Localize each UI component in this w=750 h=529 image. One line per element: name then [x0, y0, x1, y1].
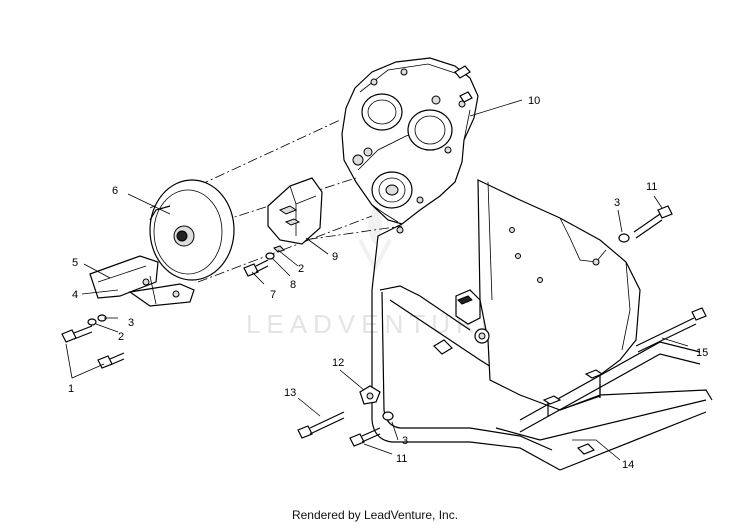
callout-6: 6 — [112, 185, 118, 197]
centerline-lower — [197, 215, 373, 283]
callout-4: 4 — [72, 289, 78, 301]
centerline-mount — [289, 225, 403, 243]
callout-13: 13 — [284, 387, 296, 399]
callout-3-left: 3 — [128, 317, 134, 329]
callout-11-top: 11 — [646, 181, 657, 193]
callout-8: 8 — [290, 279, 296, 291]
driven-pulley — [149, 179, 235, 281]
brake-bracket — [89, 255, 195, 307]
callout-3-right: 3 — [614, 197, 620, 209]
callout-15: 15 — [696, 347, 708, 359]
centerline-drive — [187, 177, 357, 233]
callout-2-right: 2 — [298, 263, 304, 275]
frame-bulkhead — [371, 179, 713, 471]
callout-1: 1 — [68, 383, 74, 395]
callout-5: 5 — [72, 257, 78, 269]
callout-3-bottom: 3 — [402, 435, 408, 447]
callouts: 1 2 2 3 3 3 4 5 6 7 8 9 10 11 11 12 13 1… — [68, 95, 708, 471]
callout-9: 9 — [332, 251, 338, 263]
hardware-left — [61, 245, 285, 369]
hardware-right — [297, 205, 707, 455]
callout-12: 12 — [332, 357, 344, 369]
mount-bracket — [267, 177, 323, 245]
callout-10: 10 — [528, 95, 540, 107]
callout-7: 7 — [270, 289, 276, 301]
callout-2-left: 2 — [118, 331, 124, 343]
callout-11-bottom: 11 — [396, 453, 407, 465]
transmission-case — [341, 57, 479, 234]
centerline-upper — [149, 119, 341, 209]
callout-14: 14 — [622, 459, 634, 471]
footer-credit: Rendered by LeadVenture, Inc. — [291, 508, 459, 522]
leader-lines — [65, 99, 689, 461]
